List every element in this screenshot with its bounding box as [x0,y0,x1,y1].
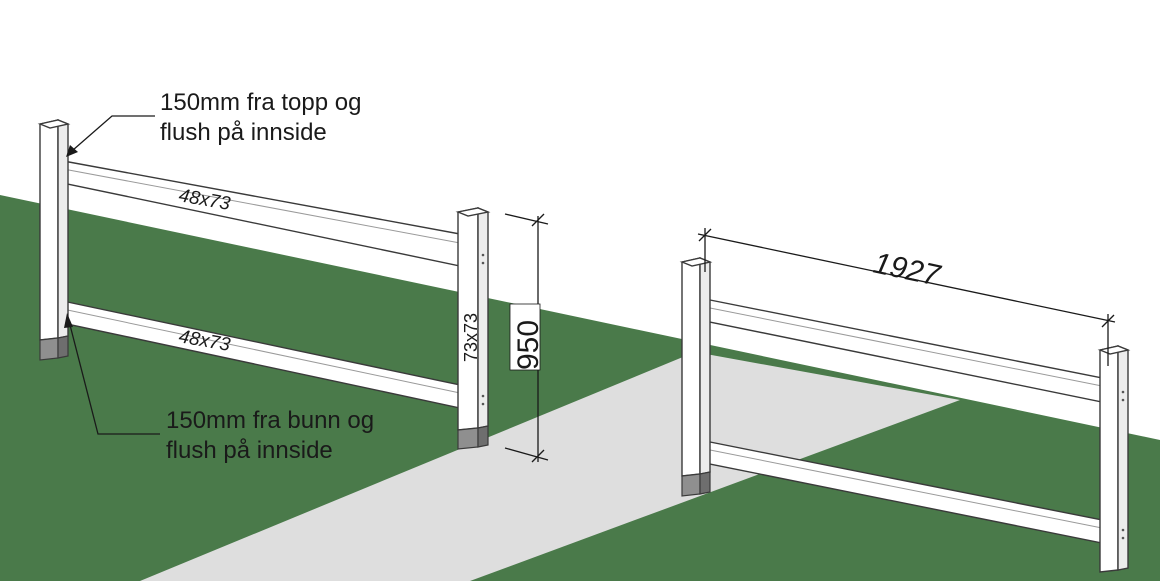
top-rail-note-line2: flush på innside [160,119,327,146]
upper-rail-size-label: 48x73 [177,185,232,215]
top-rail-annotation: 150mm fra topp og flush på innside [66,89,361,157]
path-area [140,352,960,581]
right-section-left-post [679,256,713,497]
left-fence-section [37,118,491,450]
middle-post [455,206,491,450]
bottom-rail-note-line1: 150mm fra bunn og [166,407,374,434]
bottom-rail-note-line2: flush på innside [166,437,333,464]
left-post [37,118,71,361]
post-size-label: 73x73 [461,313,481,362]
span-value: 1927 [871,247,944,293]
bottom-rail-annotation: 150mm fra bunn og flush på innside [64,313,374,464]
right-section-right-post [1097,344,1131,573]
height-value: 950 [512,320,545,370]
height-dimension: 950 [504,213,549,463]
right-fence-section [679,256,1131,573]
top-rail-note-line1: 150mm fra topp og [160,89,361,116]
